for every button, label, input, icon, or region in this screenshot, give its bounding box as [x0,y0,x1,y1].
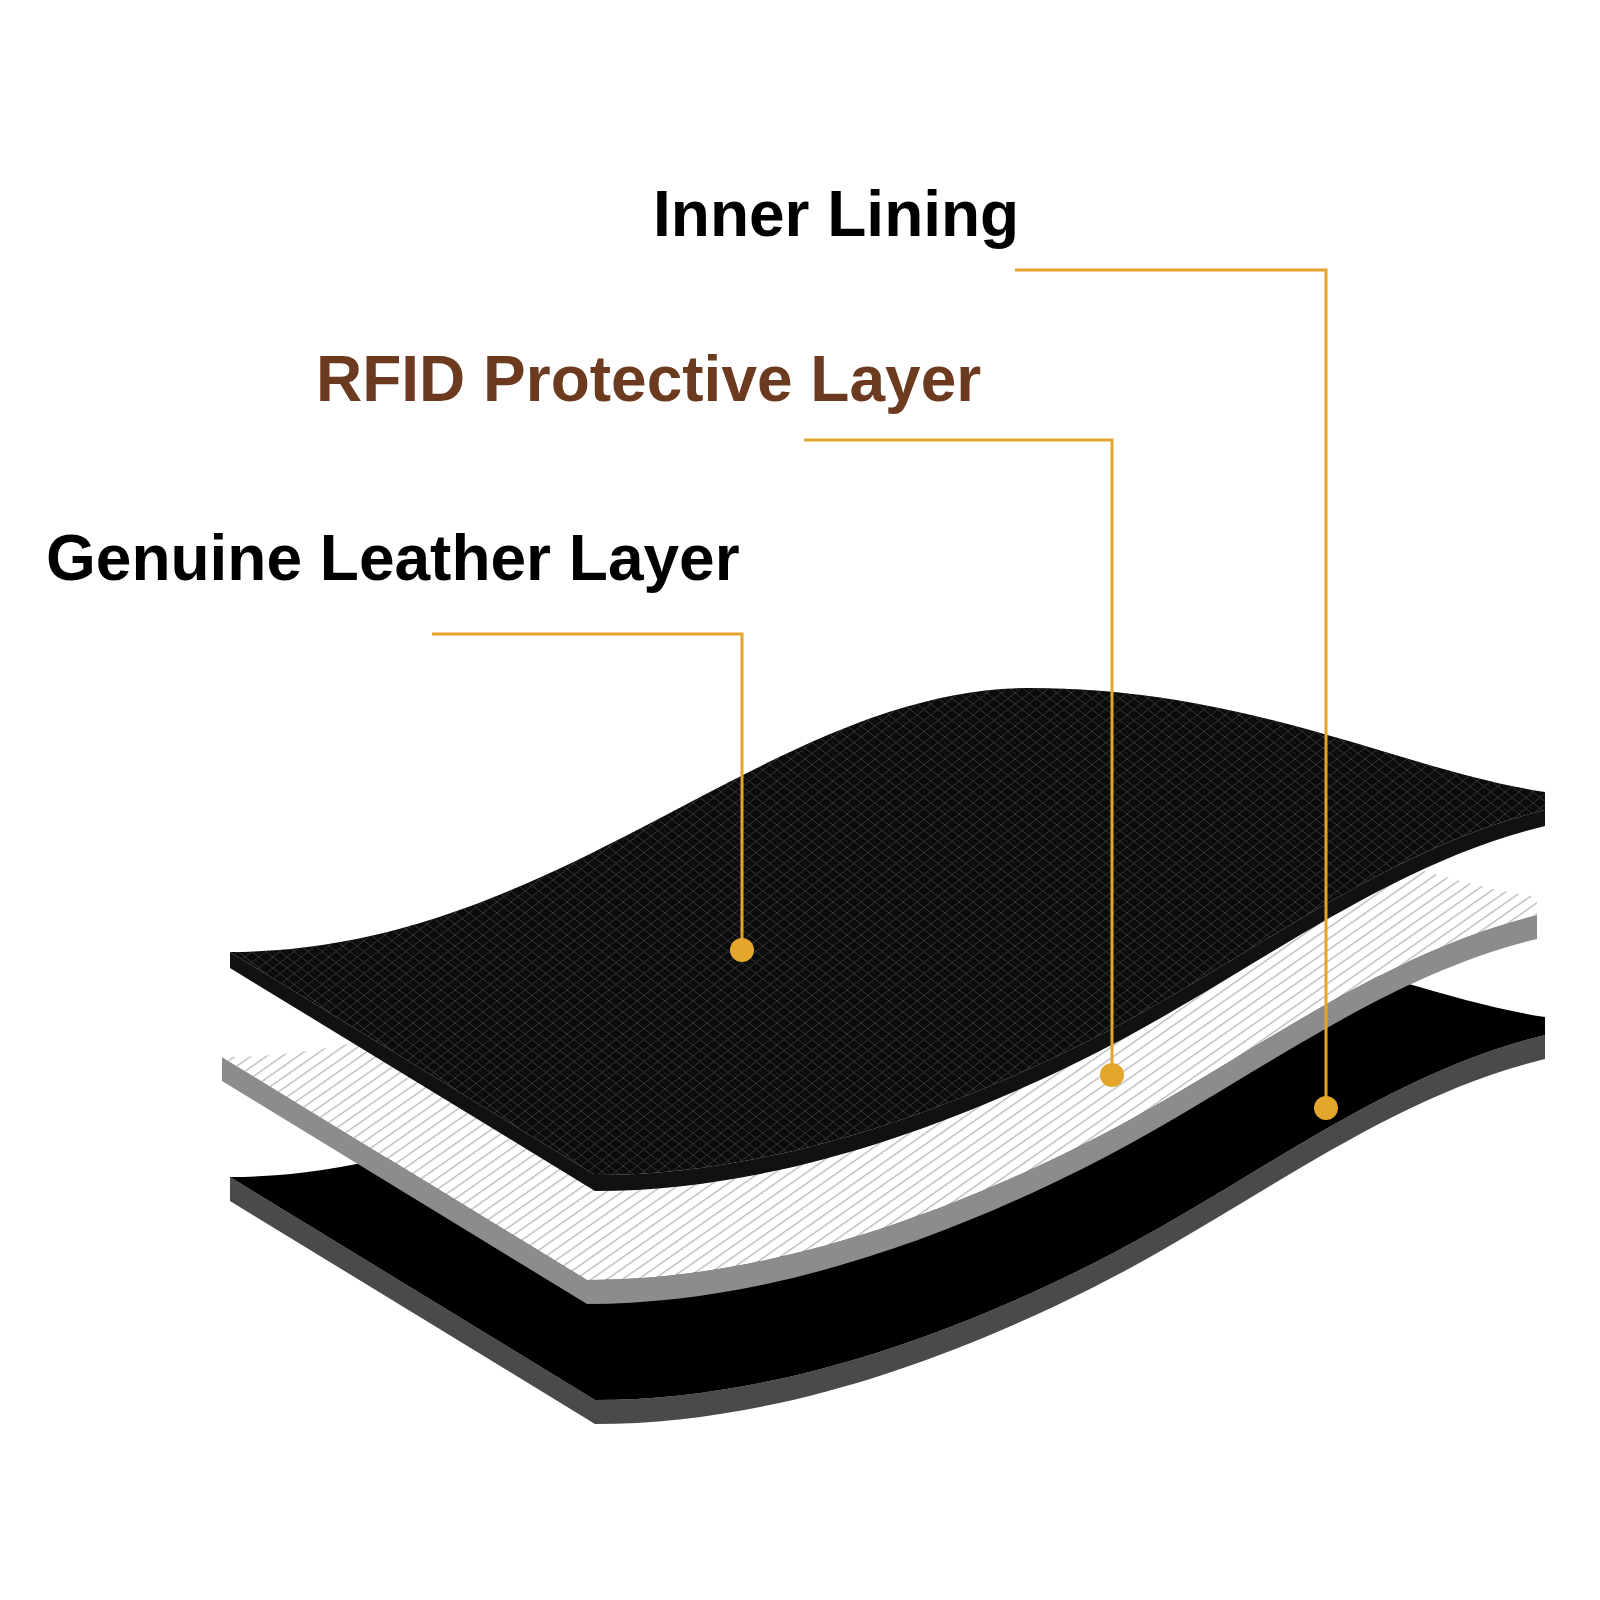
layer-label: Genuine Leather Layer [46,520,740,597]
layer-label: Inner Lining [653,176,1019,253]
leader-dots [730,938,1338,1120]
layer-label: RFID Protective Layer [316,341,981,418]
leather-sheet [230,688,1545,1191]
